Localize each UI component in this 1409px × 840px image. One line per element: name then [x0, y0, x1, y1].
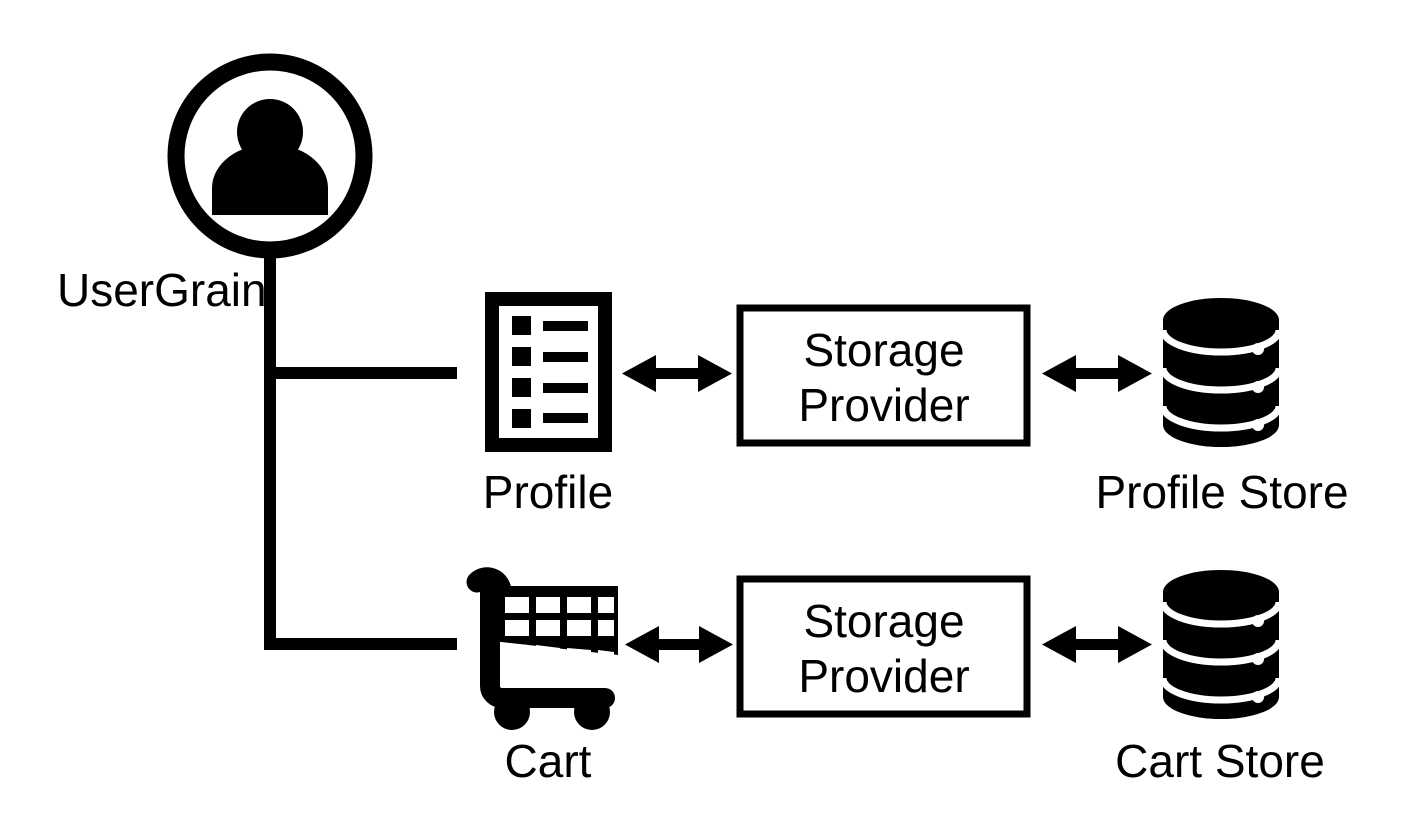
- profile-to-storage-provider-arrow: [622, 355, 732, 392]
- usergrain-to-profile-branch: [264, 367, 457, 379]
- profile-storage-provider-box: Storage Provider: [736, 304, 1031, 447]
- database-icon: [1159, 570, 1283, 719]
- cart-storage-provider-line2: Provider: [798, 650, 969, 702]
- usergrain-trunk-line: [264, 250, 276, 650]
- cart-storage-provider-box: Storage Provider: [736, 575, 1031, 718]
- usergrain-to-cart-branch: [264, 638, 457, 650]
- cart-storage-provider-line1: Storage: [803, 595, 964, 647]
- cart-label: Cart: [505, 735, 592, 787]
- cart-store-label: Cart Store: [1115, 735, 1325, 787]
- usergrain-connector-tree: [264, 250, 457, 650]
- profile-store-label: Profile Store: [1095, 466, 1348, 518]
- profile-label: Profile: [483, 466, 613, 518]
- profile-storage-provider-to-store-arrow: [1042, 355, 1152, 392]
- database-icon: [1159, 298, 1283, 447]
- cart-storage-provider-to-store-arrow: [1042, 626, 1152, 663]
- cart-to-storage-provider-arrow: [625, 626, 733, 663]
- profile-storage-provider-line1: Storage: [803, 324, 964, 376]
- profile-storage-provider-line2: Provider: [798, 379, 969, 431]
- document-list-icon: [485, 292, 612, 452]
- user-circle-icon: [167, 53, 373, 259]
- usergrain-label: UserGrain: [57, 264, 267, 316]
- shopping-cart-icon: [466, 567, 618, 730]
